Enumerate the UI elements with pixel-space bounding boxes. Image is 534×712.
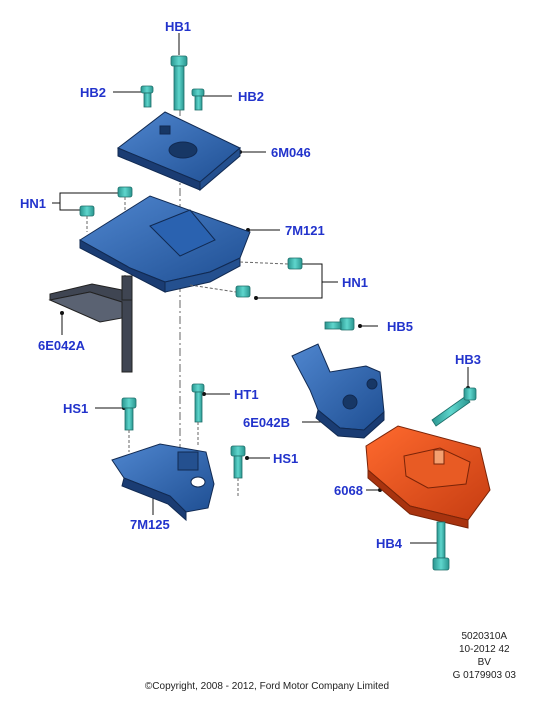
nut-hn1-right-lower: [235, 285, 251, 298]
label-hb2-left: HB2: [80, 85, 107, 100]
bolt-ht1: [191, 383, 205, 423]
bolt-hb1: [170, 55, 188, 111]
label-7m121: 7M121: [285, 223, 325, 238]
label-6m046: 6M046: [271, 145, 311, 160]
label-7m125: 7M125: [130, 517, 170, 532]
copyright-notice: ©Copyright, 2008 - 2012, Ford Motor Comp…: [144, 681, 390, 692]
bolt-hs1-left: [121, 397, 137, 431]
label-hn1-right: HN1: [342, 275, 369, 290]
bolt-hb2-right: [191, 88, 205, 111]
bolt-hs1-right: [230, 445, 246, 479]
doc-number: G 0179903 03: [452, 670, 516, 681]
label-hs1-right: HS1: [273, 451, 299, 466]
region-code: BV: [477, 657, 491, 668]
nut-hn1-upper: [117, 186, 133, 198]
label-6e042b: 6E042B: [243, 415, 290, 430]
label-hb2-right: HB2: [238, 89, 265, 104]
date-code: 10-2012 42: [459, 644, 510, 655]
bolt-hb2-left: [140, 85, 154, 108]
label-hb1: HB1: [165, 19, 192, 34]
label-hb3: HB3: [455, 352, 482, 367]
part-6068: [365, 425, 491, 529]
ref-code: 5020310A: [461, 631, 508, 642]
label-6068: 6068: [334, 483, 363, 498]
bolt-hb4: [432, 521, 450, 571]
bolt-hb5: [324, 317, 355, 331]
part-6m046: [117, 111, 241, 192]
part-7m121: [79, 195, 251, 293]
footer-meta: 5020310A 10-2012 42 BV G 0179903 03: [453, 630, 516, 682]
leader-lines: [52, 33, 469, 544]
label-hn1-left: HN1: [20, 196, 47, 211]
part-7m125: [111, 443, 215, 522]
label-6e042a: 6E042A: [38, 338, 85, 353]
label-hb5: HB5: [387, 319, 414, 334]
label-hb4: HB4: [376, 536, 403, 551]
label-ht1: HT1: [234, 387, 259, 402]
part-6e042a: [48, 275, 133, 373]
bolt-hb3: [431, 387, 477, 427]
nut-hn1-lower: [79, 205, 95, 217]
label-hs1-left: HS1: [63, 401, 89, 416]
part-6e042b: [291, 343, 385, 439]
nut-hn1-right-upper: [287, 257, 303, 270]
